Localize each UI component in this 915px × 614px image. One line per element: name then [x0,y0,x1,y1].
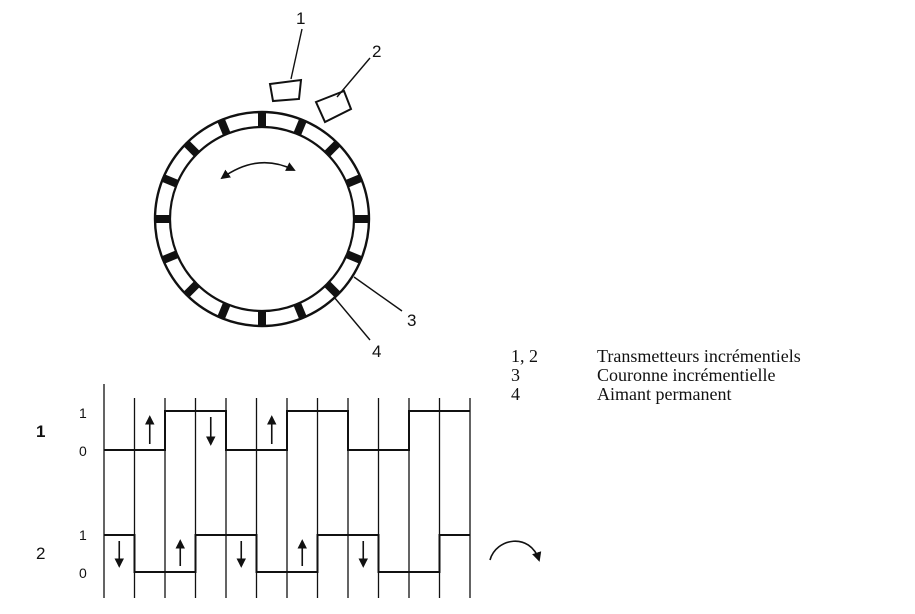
permanent-magnet [323,280,341,298]
permanent-magnet [258,111,266,128]
legend-row: 3 Couronne incrémentielle [511,366,801,385]
callout-3: 3 [407,311,416,330]
clockwise-arrow-icon [489,540,542,562]
channel-1-waveform [104,410,470,451]
permanent-magnet [183,280,201,298]
channel-2-label: 2 [36,544,45,563]
channel-2-waveform [104,534,470,573]
legend: 1, 2 Transmetteurs incrémentiels 3 Couro… [511,347,801,404]
double-arrow-rotation-icon [220,161,296,180]
permanent-magnet [217,301,231,320]
permanent-magnet [161,250,180,264]
legend-text: Aimant permanent [597,384,732,404]
permanent-magnet [323,140,341,158]
sensor-1 [268,78,303,103]
callout-leaders [290,28,403,341]
permanent-magnet [344,174,363,188]
sensor-2 [314,89,353,124]
callout-1: 1 [296,9,305,28]
permanent-magnet [293,118,307,137]
permanent-magnet [161,174,180,188]
callout-2: 2 [372,42,381,61]
permanent-magnet [217,118,231,137]
permanent-magnet [258,310,266,327]
legend-row: 4 Aimant permanent [511,385,801,404]
callout-4: 4 [372,342,381,361]
permanent-magnet [154,215,171,223]
permanent-magnets [154,111,370,327]
legend-row: 1, 2 Transmetteurs incrémentiels [511,347,801,366]
legend-text: Couronne incrémentielle [597,365,776,385]
channel-1-label: 1 [36,422,45,441]
permanent-magnet [344,250,363,264]
callout-numbers: 1 2 3 4 [296,9,416,361]
legend-key: 3 [511,365,520,385]
timing-diagram: 1 1 0 2 1 0 [36,384,471,598]
channel-1-high-label: 1 [79,405,87,421]
channel-2-high-label: 1 [79,527,87,543]
edge-arrows [114,415,369,568]
permanent-magnet [353,215,370,223]
channel-2-low-label: 0 [79,565,87,581]
permanent-magnet [183,140,201,158]
permanent-magnet [293,301,307,320]
channel-1-low-label: 0 [79,443,87,459]
legend-key: 1, 2 [511,346,538,366]
legend-key: 4 [511,384,520,404]
incremental-ring [153,110,371,328]
legend-text: Transmetteurs incrémentiels [597,346,801,366]
